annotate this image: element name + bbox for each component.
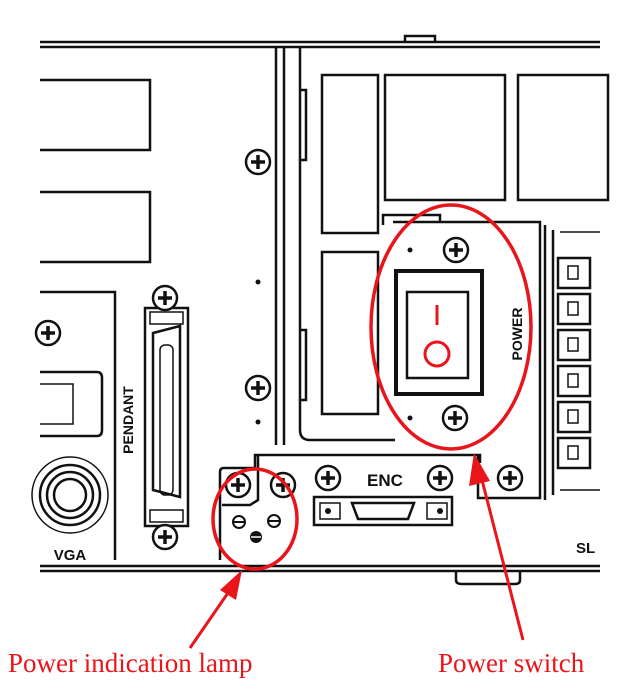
enc-label: ENC: [367, 471, 403, 490]
pendant-connector[interactable]: PENDANT: [120, 284, 190, 551]
screw-icon: [244, 374, 272, 402]
sl-label: SL: [576, 540, 595, 557]
screw-icon: [426, 464, 454, 492]
pendant-label: PENDANT: [120, 386, 136, 454]
terminal: [556, 436, 592, 470]
power-switch-highlight: [369, 203, 533, 451]
terminal: [556, 400, 592, 434]
power-label: POWER: [509, 308, 525, 361]
screw-icon: [441, 404, 469, 432]
terminal: [556, 292, 592, 326]
enc-connector[interactable]: [312, 495, 454, 527]
mounting-hole: [255, 279, 261, 285]
power-lamp-arrow: [188, 570, 242, 649]
terminal: [556, 256, 592, 290]
vga-label: VGA: [54, 547, 87, 564]
terminal: [556, 328, 592, 362]
screw-icon: [34, 319, 62, 347]
upper-module-bays: [298, 47, 610, 442]
power-indication-lamp: [232, 514, 281, 543]
power-switch-callout-label: Power switch: [438, 648, 585, 678]
left-blank-slots: [40, 78, 152, 264]
power-switch-arrow: [469, 453, 525, 641]
screw-icon: [151, 284, 179, 312]
enc-panel: ENC: [218, 453, 482, 560]
screw-icon: [442, 236, 470, 264]
screw-icon: [314, 464, 342, 492]
mounting-hole: [255, 419, 261, 425]
screw-icon: [151, 523, 179, 551]
screw-icon: [224, 471, 252, 499]
power-switch[interactable]: [394, 269, 484, 396]
power-lamp-highlight: [211, 467, 299, 571]
chassis-outline: [40, 34, 600, 586]
terminal-block: [543, 225, 600, 500]
screw-icon: [244, 148, 272, 176]
terminal: [556, 364, 592, 398]
screw-icon: [496, 464, 524, 492]
power-lamp-callout-label: Power indication lamp: [8, 648, 253, 678]
vga-module: VGA: [31, 290, 117, 564]
